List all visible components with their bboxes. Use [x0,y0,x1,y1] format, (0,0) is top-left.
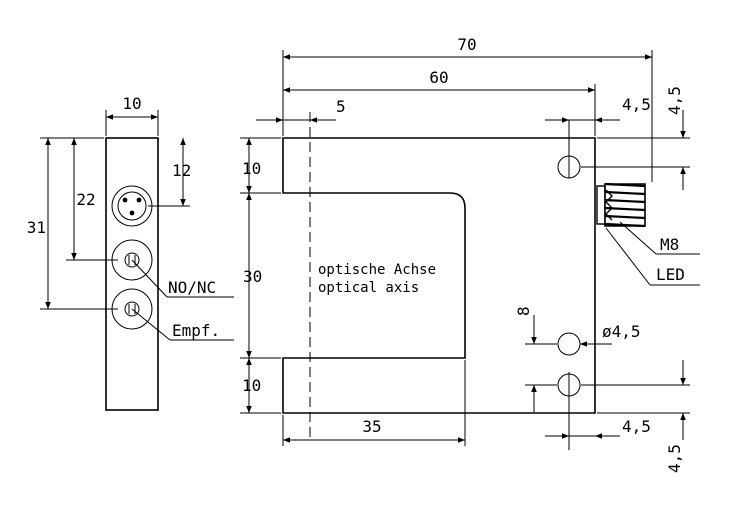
label-output-text: NO/NC [168,278,216,297]
dim-slot-depth-label: 35 [362,417,381,436]
dim-top-arm-label: 10 [242,159,261,178]
label-connector-text: M8 [660,235,679,254]
side-view-body [105,137,159,411]
fork-body [282,137,596,414]
dim-edge-right-bottom: 4,5 [545,417,651,439]
dim-gap-label: 30 [243,267,262,286]
label-receiver: Empf. [131,308,234,341]
label-output: NO/NC [131,259,234,298]
optical-axis-label-de: optische Achse [318,262,436,278]
label-led: LED [605,227,700,286]
m8-connector-icon [596,182,646,228]
dim-axis-offset-label: 5 [336,97,346,116]
label-receiver-text: Empf. [172,321,220,340]
dim-side-12: 12 [148,138,191,207]
optical-axis-label-en: optical axis [318,280,419,296]
dim-edge-right-bottom-label: 4,5 [622,417,651,436]
dim-hole-spacing-label: 8 [514,306,533,316]
dim-total-width: 70 [282,35,653,182]
label-connector: M8 [619,221,700,255]
dim-edge-bottom: 4,5 [581,360,690,473]
front-view: optische Achse optical axis M8 LED [240,35,700,473]
dim-hole-spacing: 8 [514,306,557,412]
dim-side-22: 22 [66,138,118,261]
dim-hole-diameter: ø4,5 [580,322,641,347]
dim-edge-bottom-label: 4,5 [665,444,684,473]
dim-hole-diameter-label: ø4,5 [602,322,641,341]
dim-edge-top-label: 4,5 [665,86,684,115]
dim-edge-right-top-label: 4,5 [622,95,651,114]
dim-axis-offset: 5 [256,97,346,123]
dim-side-22-label: 22 [76,190,95,209]
dim-total-width-label: 70 [457,35,476,54]
side-view: 10 31 22 12 NO/NC [27,94,234,411]
dim-body-width: 60 [283,68,596,136]
dim-body-width-label: 60 [429,68,448,87]
label-led-text: LED [656,265,685,284]
dim-left-stack: 10 30 10 [240,137,281,414]
dim-side-12-label: 12 [172,161,191,180]
dim-side-total-label: 31 [27,218,46,237]
dim-edge-right-top: 4,5 [545,95,651,123]
dim-side-total: 31 [27,137,118,310]
dim-side-width: 10 [105,94,159,136]
dim-side-width-label: 10 [122,94,141,113]
dim-edge-top: 4,5 [581,86,690,190]
dim-slot-depth: 35 [282,360,466,446]
dim-bottom-arm-label: 10 [242,376,261,395]
